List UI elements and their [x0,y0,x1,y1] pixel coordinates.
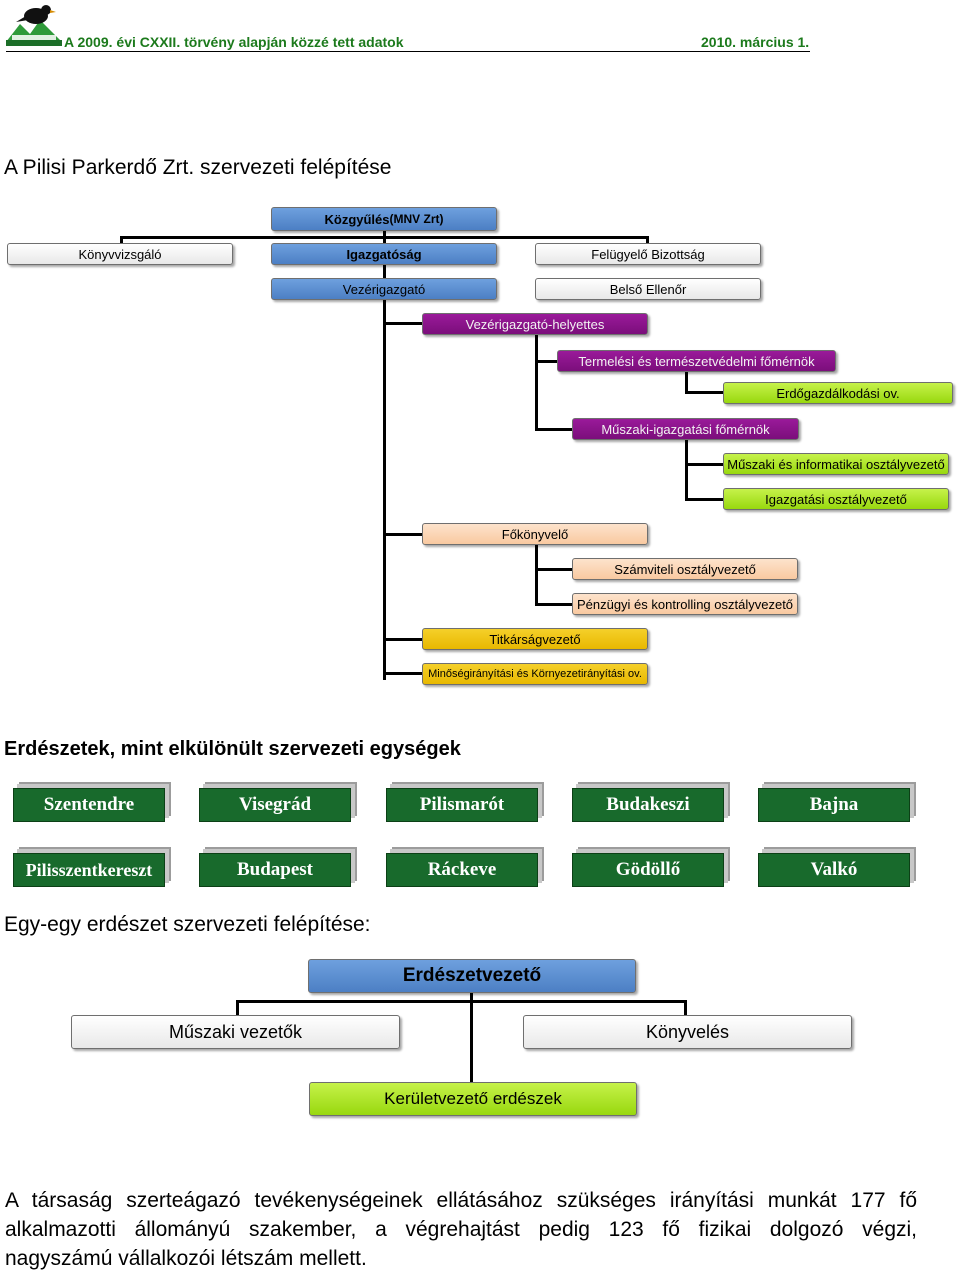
header-rule [6,51,810,52]
org-box-vezerigazgato: Vezérigazgató [271,278,497,300]
org-box-vezerigazgato-helyettes: Vezérigazgató-helyettes [422,313,648,335]
connector [120,236,123,244]
section-title-org-structure: A Pilisi Parkerdő Zrt. szervezeti felépí… [4,156,392,179]
summary-line-1: A társaság szerteágazó tevékenységeinek … [5,1189,917,1212]
org-box-erdogazdalkodasi: Erdőgazdálkodási ov. [723,382,953,404]
section-title-units: Erdészetek, mint elkülönült szervezeti e… [4,738,461,760]
org-box-igazgatosag: Igazgatóság [271,243,497,265]
connector [383,672,423,675]
kozgyules-label: Közgyűlés [324,211,390,227]
summary-line-3: nagyszámú vállalkozói létszám mellett. [5,1247,367,1270]
section-title-unit-structure: Egy-egy erdészet szervezeti felépítése: [4,913,371,936]
org-box-minosegiranyitasi: Minőségirányítási és Környezetirányítási… [422,663,648,685]
summary-paragraph: A társaság szerteágazó tevékenységeinek … [5,1186,917,1273]
org-box-fokonyvelo: Főkönyvelő [422,523,648,545]
connector [685,498,723,501]
org-box-igazgatasi: Igazgatási osztályvezető [723,488,949,510]
header-logo [6,2,62,46]
connector [535,335,538,431]
unit-godollo: Gödöllő [572,853,724,887]
kozgyules-suffix: (MNV Zrt) [389,212,444,226]
connector [685,440,688,501]
org-box-konyvvizsgalo: Könyvvizsgáló [7,243,233,265]
unit-box-konyveles: Könyvelés [523,1015,852,1049]
unit-box-erdeszetvezeto: Erdészetvezető [308,959,636,993]
org-box-muszaki-informatikai: Műszaki és informatikai osztályvezető [723,453,949,475]
unit-pilisszentkereszt: Pilisszentkereszt [13,853,165,887]
connector [685,463,723,466]
connector [535,428,572,431]
connector [236,1000,239,1016]
header-right-text: 2010. március 1. [701,34,810,50]
connector [535,360,557,363]
unit-visegrad: Visegrád [199,788,351,822]
org-box-felugyelo-bizottsag: Felügyelő Bizottság [535,243,761,265]
unit-box-keruletvezeto: Kerületvezető erdészek [309,1082,637,1116]
bird-logo-icon [6,2,62,46]
unit-box-muszaki-vezetok: Műszaki vezetők [71,1015,400,1049]
org-box-belso-ellenor: Belső Ellenőr [535,278,761,300]
unit-bajna: Bajna [758,788,910,822]
connector [685,372,688,394]
header-left-text: A 2009. évi CXXII. törvény alapján közzé… [64,34,404,50]
unit-pilismarot: Pilismarót [386,788,538,822]
connector [684,1000,687,1016]
summary-line-2: alkalmazotti állományú szakember, a végr… [5,1218,917,1241]
org-box-szamviteli: Számviteli osztályvezető [572,558,798,580]
connector [383,533,423,536]
unit-budapest: Budapest [199,853,351,887]
connector [646,236,649,244]
org-box-kozgyules: Közgyűlés (MNV Zrt) [271,207,497,231]
connector [685,391,723,394]
connector [535,568,573,571]
unit-szentendre: Szentendre [13,788,165,822]
unit-budakeszi: Budakeszi [572,788,724,822]
connector [383,638,423,641]
connector [236,1000,686,1003]
connector [383,322,423,325]
connector [470,992,473,1084]
connector [535,545,538,606]
connector [535,603,573,606]
org-box-titkarsag: Titkárságvezető [422,628,648,650]
org-box-penzugyi: Pénzügyi és kontrolling osztályvezető [572,593,798,615]
unit-rackeve: Ráckeve [386,853,538,887]
connector [383,230,386,680]
org-box-muszaki-igazgatasi-fomernok: Műszaki-igazgatási főmérnök [572,418,799,440]
org-box-termelesi-fomernok: Termelési és természetvédelmi főmérnök [557,350,836,372]
unit-valko: Valkó [758,853,910,887]
